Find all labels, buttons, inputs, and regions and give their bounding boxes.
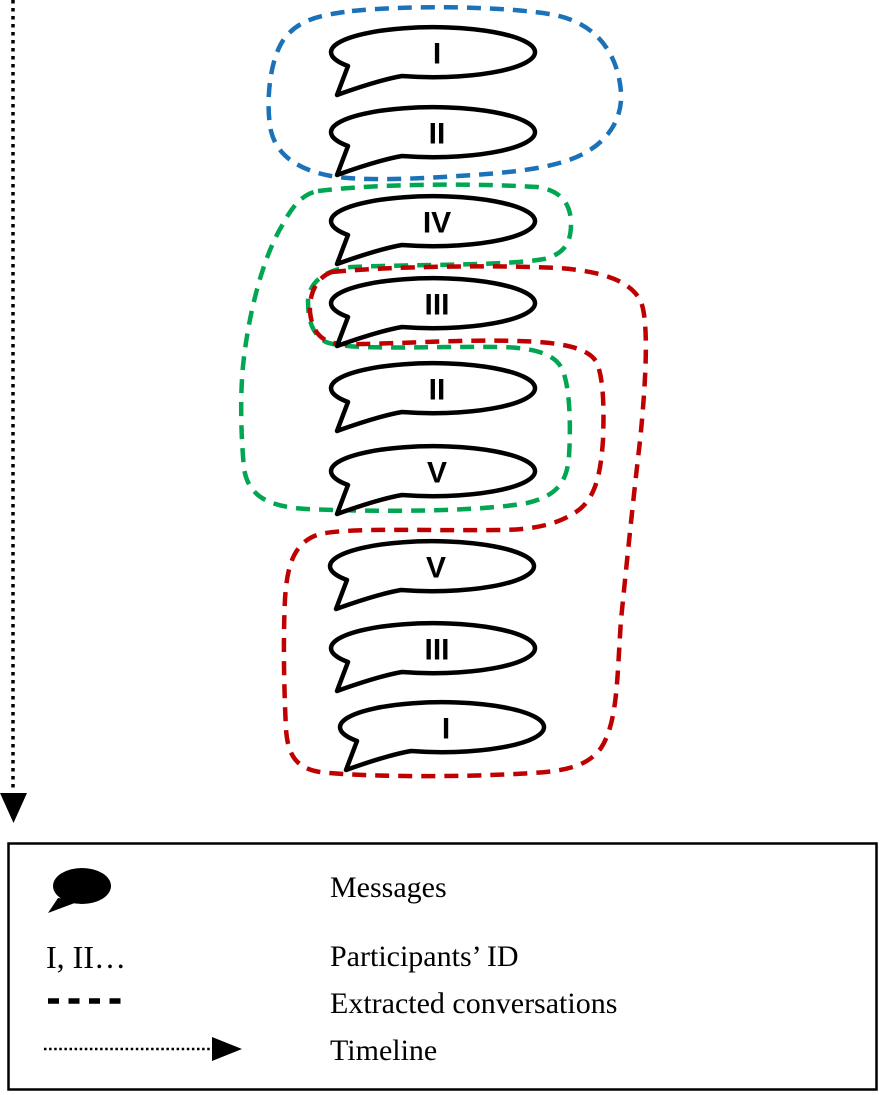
message-bubble: III [328, 275, 538, 349]
conversation-3-outline [281, 264, 649, 779]
legend-label-extracted-conversations: Extracted conversations [330, 987, 617, 1020]
conversation-1-outline [266, 4, 624, 182]
message-bubble: V [328, 443, 538, 517]
participant-id-label: V [427, 457, 447, 490]
message-bubble: I [328, 24, 538, 98]
dotted-arrow-icon [44, 1037, 242, 1061]
dotted-arrow-head [212, 1037, 242, 1061]
message-bubble-shape [337, 699, 547, 773]
participant-id-label: III [424, 289, 449, 322]
participant-id-label: III [424, 634, 449, 667]
message-bubble-icon-body [53, 868, 111, 904]
legend-label-messages: Messages [330, 871, 447, 904]
message-bubble: II [328, 104, 538, 178]
message-bubble-shape [328, 360, 538, 434]
legend-label-timeline: Timeline [330, 1034, 437, 1067]
participant-id-label: V [426, 552, 446, 585]
conversation-2-outline [238, 182, 574, 514]
participant-id-label: I [442, 713, 450, 746]
participant-id-label: I [433, 38, 441, 71]
message-bubble-icon-tail [48, 898, 80, 913]
participant-id-label: II [429, 118, 446, 151]
participant-id-label: IV [423, 207, 451, 240]
legend-symbol-roman-ids: I, II… [46, 939, 126, 975]
message-bubble-shape [328, 24, 538, 98]
message-bubble-shape [328, 443, 538, 517]
legend-label-participants-id: Participants’ ID [330, 940, 519, 973]
message-bubble-shape [327, 538, 537, 612]
message-bubble-shape [328, 193, 538, 267]
message-bubble-shape [328, 104, 538, 178]
message-bubble-icon [48, 868, 111, 913]
message-bubble: IV [328, 193, 538, 267]
message-bubble: III [328, 620, 538, 694]
message-bubble-shape [328, 620, 538, 694]
timeline [0, 0, 27, 823]
timeline-arrowhead-icon [0, 793, 27, 823]
message-bubble-shape [328, 275, 538, 349]
participant-id-label: II [429, 374, 446, 407]
message-bubble: V [327, 538, 537, 612]
legend: Messages I, II… Participants’ ID Extract… [7, 842, 878, 1091]
message-bubble: I [337, 699, 547, 773]
message-bubble: II [328, 360, 538, 434]
